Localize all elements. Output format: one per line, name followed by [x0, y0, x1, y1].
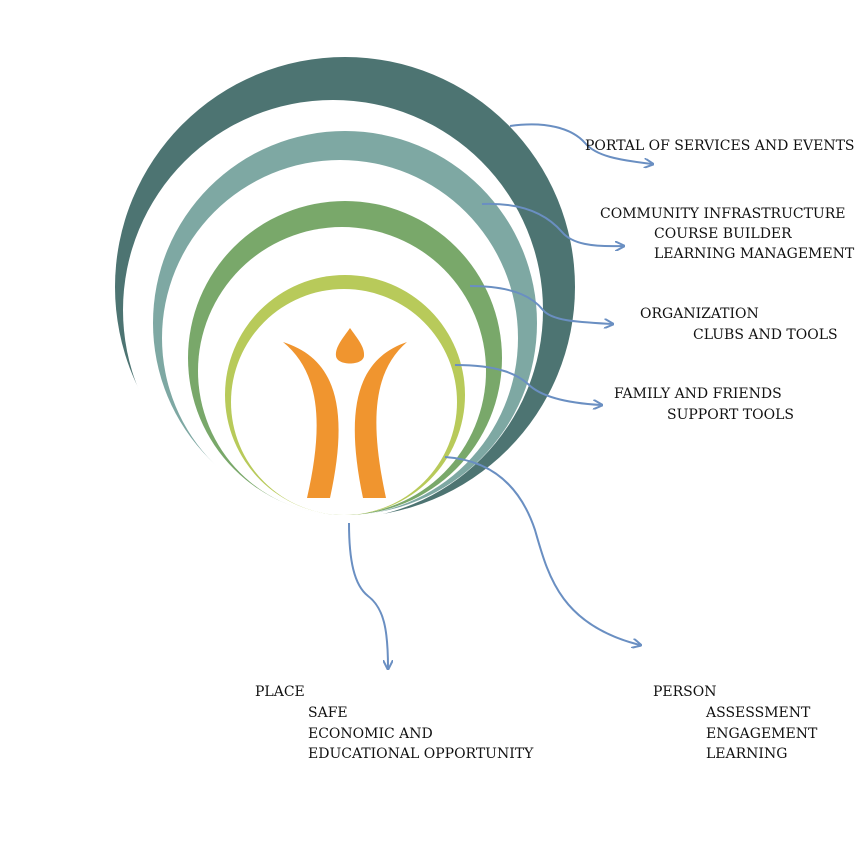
- label-family-title: FAMILY AND FRIENDS: [614, 384, 782, 404]
- label-organization-clubs: CLUBS AND TOOLS: [693, 325, 838, 345]
- label-community-learning-management: LEARNING MANAGEMENT: [654, 244, 854, 264]
- ring-family-gap: [231, 289, 457, 515]
- ring-family: [225, 275, 465, 515]
- arrow-place: [349, 523, 388, 668]
- label-organization-title: ORGANIZATION: [640, 304, 759, 324]
- label-community-title: COMMUNITY INFRASTRUCTURE: [600, 204, 846, 224]
- label-family-support: SUPPORT TOOLS: [667, 405, 794, 425]
- label-person-title: PERSON: [653, 682, 717, 702]
- label-person-engagement: ENGAGEMENT: [706, 724, 817, 744]
- label-community-course-builder: COURSE BUILDER: [654, 224, 792, 244]
- label-person-learning: LEARNING: [706, 744, 787, 764]
- label-portal: PORTAL OF SERVICES AND EVENTS: [585, 136, 855, 156]
- label-place-title: PLACE: [255, 682, 305, 702]
- label-place-safe: SAFE: [308, 703, 348, 723]
- label-place-economic: ECONOMIC AND: [308, 724, 433, 744]
- arrow-person: [445, 457, 640, 645]
- label-place-educational: EDUCATIONAL OPPORTUNITY: [308, 744, 533, 764]
- label-person-assessment: ASSESSMENT: [706, 703, 810, 723]
